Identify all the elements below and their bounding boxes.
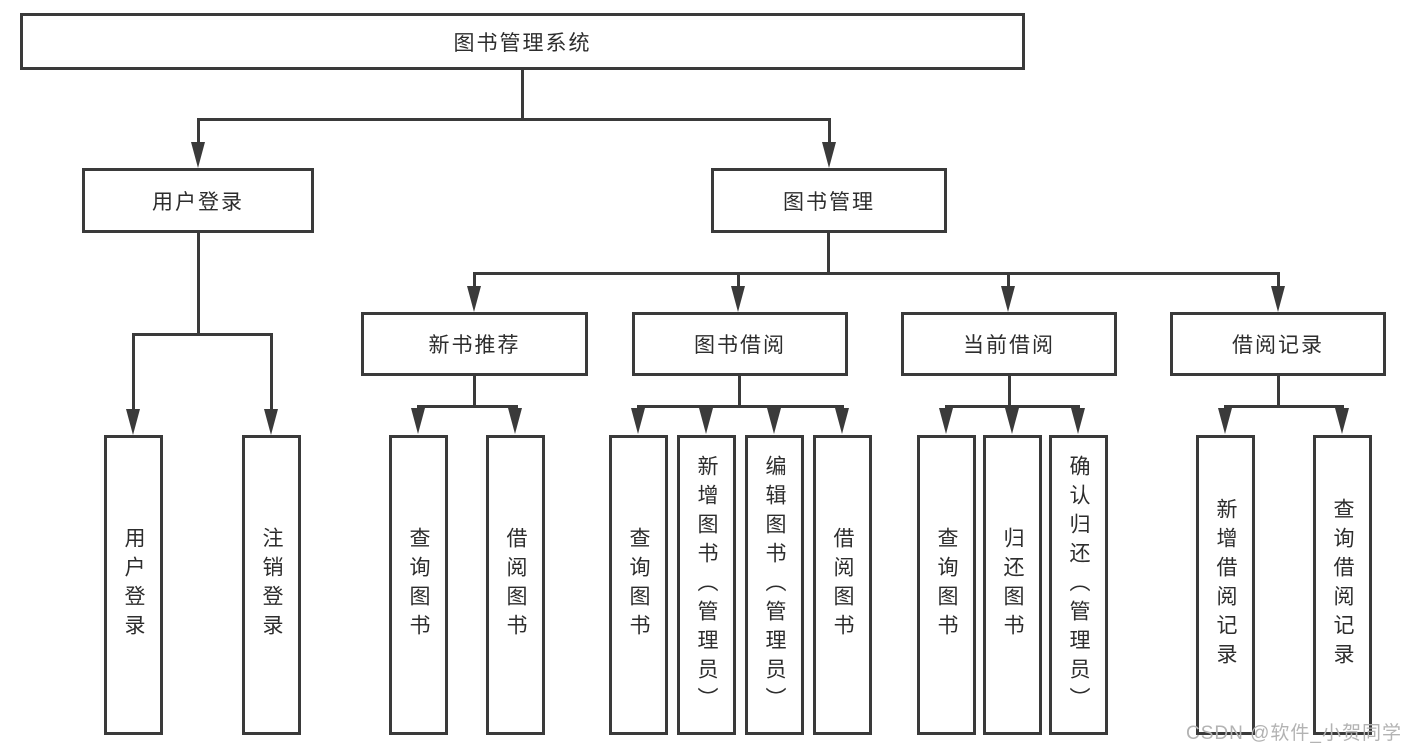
node-label: 归还图书	[1001, 527, 1024, 643]
connector-arrow	[1335, 408, 1349, 434]
connector-arrow	[699, 408, 713, 434]
node-label: 新增图书（管理员）	[695, 454, 718, 716]
connector-line	[737, 275, 740, 287]
node-label: 图书管理	[783, 190, 875, 214]
node-label: 借阅图书	[504, 527, 527, 643]
connector-line	[521, 70, 524, 121]
node-leaf-borrow-books-recommend: 借阅图书	[486, 435, 545, 735]
node-label: 注销登录	[260, 527, 283, 643]
node-root-label: 图书管理系统	[453, 31, 592, 55]
connector-line	[738, 376, 741, 408]
node-leaf-user-login: 用户登录	[104, 435, 163, 735]
node-label: 查询图书	[935, 527, 958, 643]
connector-arrow	[835, 408, 849, 434]
node-leaf-add-borrow-record: 新增借阅记录	[1196, 435, 1255, 735]
connector-line	[473, 376, 476, 408]
node-new-book-recommend: 新书推荐	[361, 312, 588, 376]
connector-arrow	[191, 142, 205, 168]
connector-arrow	[411, 408, 425, 434]
connector-line	[828, 121, 831, 143]
connector-arrow	[767, 408, 781, 434]
node-leaf-edit-book-admin: 编辑图书（管理员）	[745, 435, 804, 735]
connector-line	[473, 272, 1280, 275]
node-leaf-search-books-borrow: 查询图书	[609, 435, 668, 735]
node-label: 图书借阅	[694, 334, 786, 357]
node-label: 新书推荐	[428, 334, 521, 357]
node-label: 用户登录	[122, 527, 145, 643]
node-leaf-search-books-current: 查询图书	[917, 435, 976, 735]
node-label: 新增借阅记录	[1214, 498, 1237, 672]
node-label: 确认归还（管理员）	[1067, 454, 1090, 716]
connector-arrow	[1005, 408, 1019, 434]
connector-line	[1224, 405, 1344, 408]
node-root: 图书管理系统	[20, 13, 1025, 70]
connector-arrow	[1071, 408, 1085, 434]
node-leaf-logout: 注销登录	[242, 435, 301, 735]
connector-line	[827, 233, 830, 274]
node-book-borrow: 图书借阅	[632, 312, 848, 376]
connector-arrow	[467, 286, 481, 312]
connector-arrow	[939, 408, 953, 434]
connector-arrow	[1001, 286, 1015, 312]
node-leaf-confirm-return-admin: 确认归还（管理员）	[1049, 435, 1108, 735]
node-leaf-search-borrow-record: 查询借阅记录	[1313, 435, 1372, 735]
connector-line	[132, 333, 273, 336]
connector-arrow	[126, 409, 140, 435]
connector-line	[1277, 275, 1280, 287]
node-label: 用户登录	[152, 190, 244, 214]
node-borrow-records: 借阅记录	[1170, 312, 1386, 376]
node-leaf-return-book: 归还图书	[983, 435, 1042, 735]
connector-line	[637, 405, 844, 408]
connector-line	[270, 336, 273, 410]
node-label: 借阅图书	[831, 527, 854, 643]
node-user-login: 用户登录	[82, 168, 314, 233]
connector-arrow	[1271, 286, 1285, 312]
connector-arrow	[822, 142, 836, 168]
connector-arrow	[264, 409, 278, 435]
node-label: 查询借阅记录	[1331, 498, 1354, 672]
connector-arrow	[1218, 408, 1232, 434]
connector-line	[1277, 376, 1280, 408]
node-label: 查询图书	[627, 527, 650, 643]
node-label: 查询图书	[407, 527, 430, 643]
node-leaf-borrow-books: 借阅图书	[813, 435, 872, 735]
node-leaf-search-books-recommend: 查询图书	[389, 435, 448, 735]
connector-arrow	[631, 408, 645, 434]
connector-line	[473, 275, 476, 287]
node-label: 当前借阅	[963, 334, 1055, 357]
connector-line	[1008, 376, 1011, 408]
connector-line	[945, 405, 1080, 408]
connector-line	[197, 233, 200, 335]
connector-line	[417, 405, 518, 408]
connector-line	[197, 118, 831, 121]
connector-arrow	[731, 286, 745, 312]
watermark: CSDN @软件_小贺同学	[1186, 723, 1402, 744]
node-leaf-add-book-admin: 新增图书（管理员）	[677, 435, 736, 735]
node-label: 编辑图书（管理员）	[763, 454, 786, 716]
connector-line	[132, 336, 135, 410]
node-label: 借阅记录	[1232, 334, 1324, 357]
connector-line	[197, 121, 200, 143]
connector-line	[1007, 275, 1010, 287]
node-current-borrow: 当前借阅	[901, 312, 1117, 376]
connector-arrow	[508, 408, 522, 434]
node-book-management: 图书管理	[711, 168, 947, 233]
